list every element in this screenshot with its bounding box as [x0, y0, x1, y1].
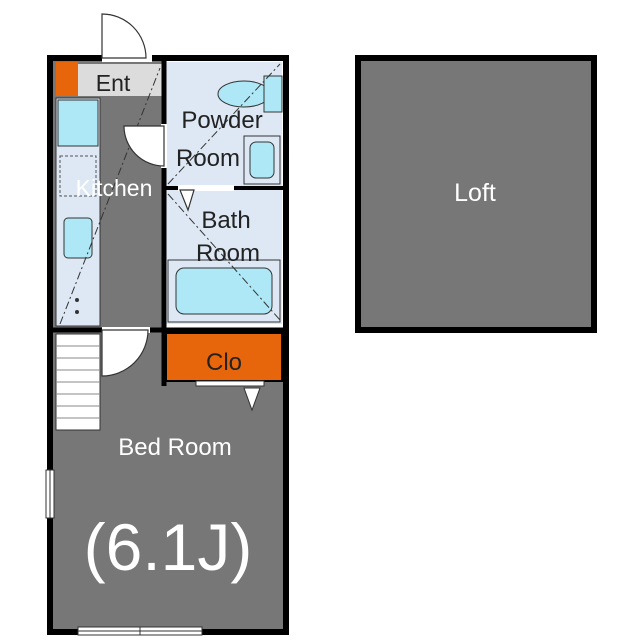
bath-room-label-line1: Bath: [201, 207, 250, 234]
bath-room-label-line2: Room: [196, 240, 260, 267]
bed-room-size-label: (6.1J): [84, 510, 253, 584]
closet-label: Clo: [206, 349, 242, 376]
stairs-icon: [55, 333, 101, 431]
bath-room-dash: [167, 193, 281, 321]
closet-door-indicator: [243, 387, 261, 412]
stove-icon: [75, 298, 79, 314]
powder-room-dash: [167, 63, 281, 185]
sink-icon: [63, 217, 93, 259]
shoe-cabinet: [56, 62, 78, 96]
powder-room-label-line2: Room: [176, 145, 240, 172]
kitchen-label: Kitchen: [76, 175, 153, 201]
bath-door-opening: [178, 185, 234, 191]
closet-door-strip: [195, 380, 265, 387]
loft-label: Loft: [454, 179, 496, 207]
washing-machine-space: [59, 155, 97, 197]
powder-room-label-line1: Powder: [181, 107, 262, 134]
loft-area: [355, 55, 597, 333]
entrance-label: Ent: [96, 70, 131, 96]
door-swing-icon: [101, 13, 195, 377]
entrance-floor: [78, 64, 162, 96]
bed-room-label: Bed Room: [118, 434, 231, 461]
bathtub-basin: [175, 267, 273, 315]
refrigerator-icon: [57, 99, 99, 147]
washbasin-bowl: [249, 141, 275, 179]
toilet-icon: [217, 75, 283, 113]
kitchen-ceiling-line: [59, 67, 161, 325]
window-icon: [45, 469, 203, 636]
